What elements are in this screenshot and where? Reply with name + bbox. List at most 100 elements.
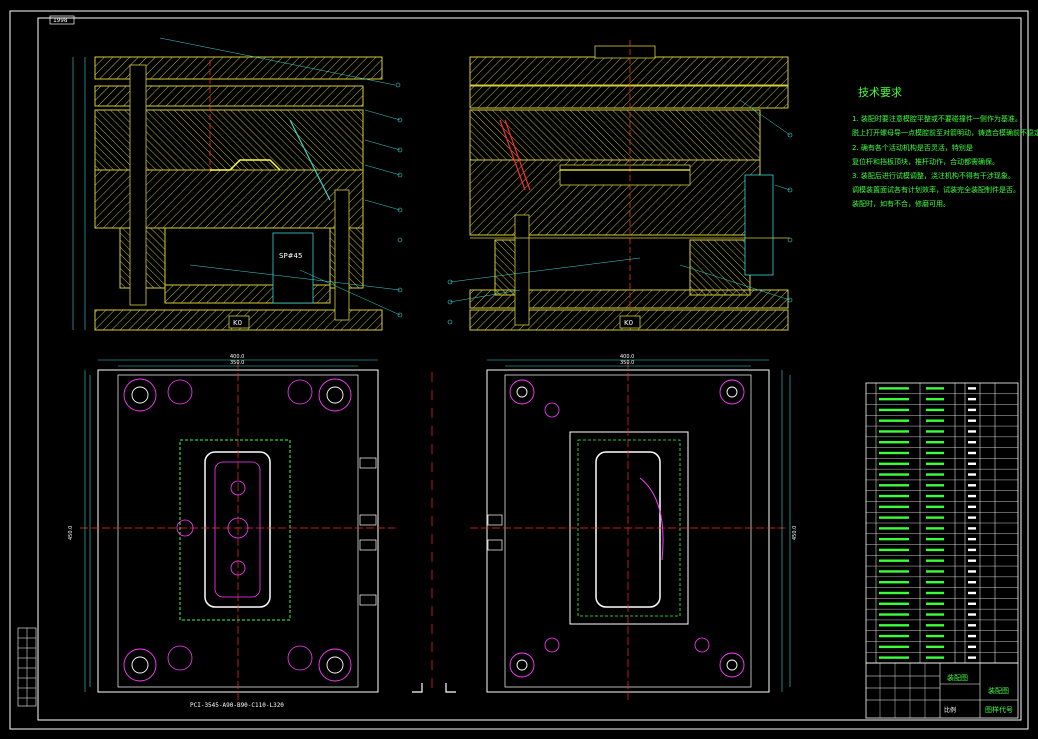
left-plan-dim-top: 400.0 — [230, 354, 244, 360]
bom-row-name — [926, 419, 944, 422]
left-section-spf-label: SP#45 — [279, 252, 302, 260]
bom-row-code — [879, 419, 909, 422]
tech-requirements-title: 技术要求 — [858, 86, 902, 99]
left-plan-view — [80, 359, 395, 700]
bom-row-qty — [968, 634, 976, 638]
bom-row-qty — [968, 656, 976, 659]
bom-row-code — [879, 624, 909, 627]
title-block — [865, 662, 1019, 719]
bom-row-qty — [968, 462, 976, 465]
bom-row-code — [879, 494, 909, 498]
bom-row-name — [926, 656, 944, 659]
bom-row-code — [879, 570, 909, 573]
bom-row-name — [926, 537, 944, 541]
bom-row-qty — [968, 387, 976, 390]
bom-row-name — [926, 570, 944, 573]
bom-row-code — [879, 581, 909, 584]
left-plan-dim-top2: 350.0 — [230, 360, 244, 366]
bom-row-name — [926, 451, 944, 455]
right-plan-dim-side: 450.0 — [792, 526, 798, 540]
left-section-k-label: K0 — [233, 319, 242, 327]
bom-row-qty — [968, 430, 976, 433]
corner-tag-box — [49, 15, 75, 25]
bom-row-name — [926, 430, 944, 433]
bom-row-code — [879, 441, 909, 444]
bom-row-code — [879, 634, 909, 638]
bom-row-qty — [968, 548, 976, 552]
bom-row-code — [879, 602, 909, 605]
bom-row-qty — [968, 494, 976, 498]
left-plan-caption: PCI-3545-A90-B90-C110-L320 — [190, 702, 284, 709]
bom-row-qty — [968, 505, 976, 509]
title-block-drawing-name: 装配图 — [947, 673, 968, 682]
bom-row-name — [926, 548, 944, 552]
bom-row-name — [926, 462, 944, 465]
bom-row-qty — [968, 408, 976, 412]
bom-row-qty — [968, 591, 976, 595]
tech-line: 复位杆和挡板顶块，推杆动作，合动都需确保。 — [852, 158, 999, 166]
revision-strip — [17, 627, 37, 707]
bom-row-code — [879, 451, 909, 455]
title-block-scale: 比例 — [944, 706, 956, 714]
bom-row-name — [926, 505, 944, 509]
bom-row-name — [926, 645, 944, 649]
right-plan-dim-top2: 350.0 — [620, 360, 634, 366]
title-block-drawing-code: 图样代号 — [985, 705, 1013, 714]
bom-row-name — [926, 408, 944, 412]
tech-line: 2. 确有各个活动机构是否灵活，特别是 — [852, 144, 973, 152]
left-section-view — [72, 37, 403, 331]
bom-row-code — [879, 527, 909, 530]
bom-row-code — [879, 516, 909, 519]
bom-row-qty — [968, 645, 976, 649]
bom-row-name — [926, 484, 944, 487]
bom-row-code — [879, 484, 909, 487]
bom-row-name — [926, 602, 944, 605]
bom-row-code — [879, 462, 909, 465]
bom-row-qty — [968, 419, 976, 422]
right-section-view — [447, 40, 793, 331]
outer-frame — [9, 10, 1029, 730]
tech-line: 调模装置面试各有计划效率，试装完全装配制件是否。 — [852, 186, 1020, 194]
bom-row-code — [879, 387, 909, 390]
bom-row-name — [926, 634, 944, 638]
bom-row-name — [926, 494, 944, 498]
bom-row-code — [879, 591, 909, 595]
bom-row-code — [879, 548, 909, 552]
tech-line: 1. 装配时要注意模腔平整或不要碰撞件一侧作为基准。 — [852, 115, 1022, 123]
bom-row-code — [879, 537, 909, 541]
bom-row-code — [879, 559, 909, 562]
bom-row-code — [879, 505, 909, 509]
left-plan-dim-side: 450.0 — [68, 526, 74, 540]
bom-row-qty — [968, 602, 976, 605]
bom-row-qty — [968, 484, 976, 487]
bom-row-qty — [968, 473, 976, 476]
bom-row-qty — [968, 441, 976, 444]
bom-table — [865, 382, 1019, 664]
bom-row-qty — [968, 537, 976, 541]
bom-row-code — [879, 645, 909, 649]
bom-row-name — [926, 516, 944, 519]
right-plan-dim-top: 400.0 — [620, 354, 634, 360]
tech-line: 3. 装配后进行试模调整，浇注机构不得有干涉现象。 — [852, 172, 1015, 180]
bom-row-code — [879, 656, 909, 659]
title-block-drawing-name-right: 装配图 — [988, 686, 1009, 695]
bom-row-qty — [968, 559, 976, 562]
corner-tag: 1998 — [53, 17, 68, 24]
bom-row-qty — [968, 397, 976, 401]
bom-row-name — [926, 581, 944, 584]
tech-line: 脱上打开螺母导一点模腔前至对箭明动，铸造合模确前不稳定。 — [852, 129, 1038, 137]
inner-frame — [37, 17, 1022, 721]
right-section-k-label: K0 — [624, 319, 633, 327]
bom-row-code — [879, 473, 909, 476]
bom-row-qty — [968, 570, 976, 573]
bom-row-code — [879, 408, 909, 412]
bom-row-code — [879, 430, 909, 433]
bom-row-name — [926, 397, 944, 401]
bom-row-qty — [968, 527, 976, 530]
bom-row-qty — [968, 516, 976, 519]
right-plan-view — [470, 359, 791, 700]
tech-line: 装配时，如有不合，修磨可用。 — [852, 200, 950, 208]
bom-row-name — [926, 591, 944, 595]
bom-row-qty — [968, 613, 976, 616]
